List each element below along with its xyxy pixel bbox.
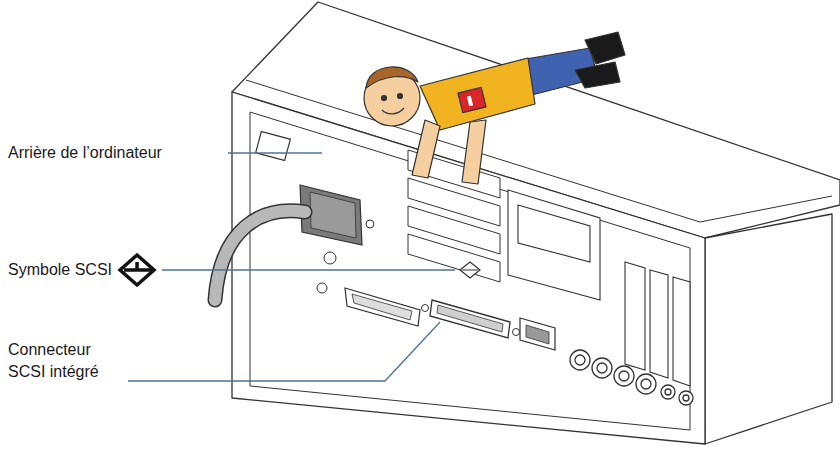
callout-label: Arrière de l’ordinateur bbox=[8, 142, 162, 164]
leader-line bbox=[228, 152, 322, 153]
expansion-slots bbox=[625, 262, 690, 386]
leader-line bbox=[128, 322, 440, 381]
cartoon-character bbox=[364, 32, 625, 184]
callout-label: Connecteur SCSI intégré bbox=[8, 339, 116, 383]
video-port bbox=[520, 318, 555, 350]
back-frame bbox=[250, 112, 690, 430]
db25-port bbox=[317, 283, 420, 326]
leader-line bbox=[162, 269, 455, 270]
case-back bbox=[232, 92, 705, 444]
scsi-connector bbox=[422, 300, 520, 338]
callout-label: Symbole SCSI bbox=[8, 259, 112, 281]
drive-bay bbox=[508, 190, 600, 300]
scsi-symbol bbox=[120, 255, 154, 285]
case-side bbox=[705, 214, 832, 444]
power-cable bbox=[215, 211, 305, 300]
power-socket bbox=[256, 131, 374, 245]
scsi-symbol-small bbox=[460, 262, 480, 278]
screw bbox=[324, 252, 336, 264]
round-ports bbox=[570, 350, 693, 405]
